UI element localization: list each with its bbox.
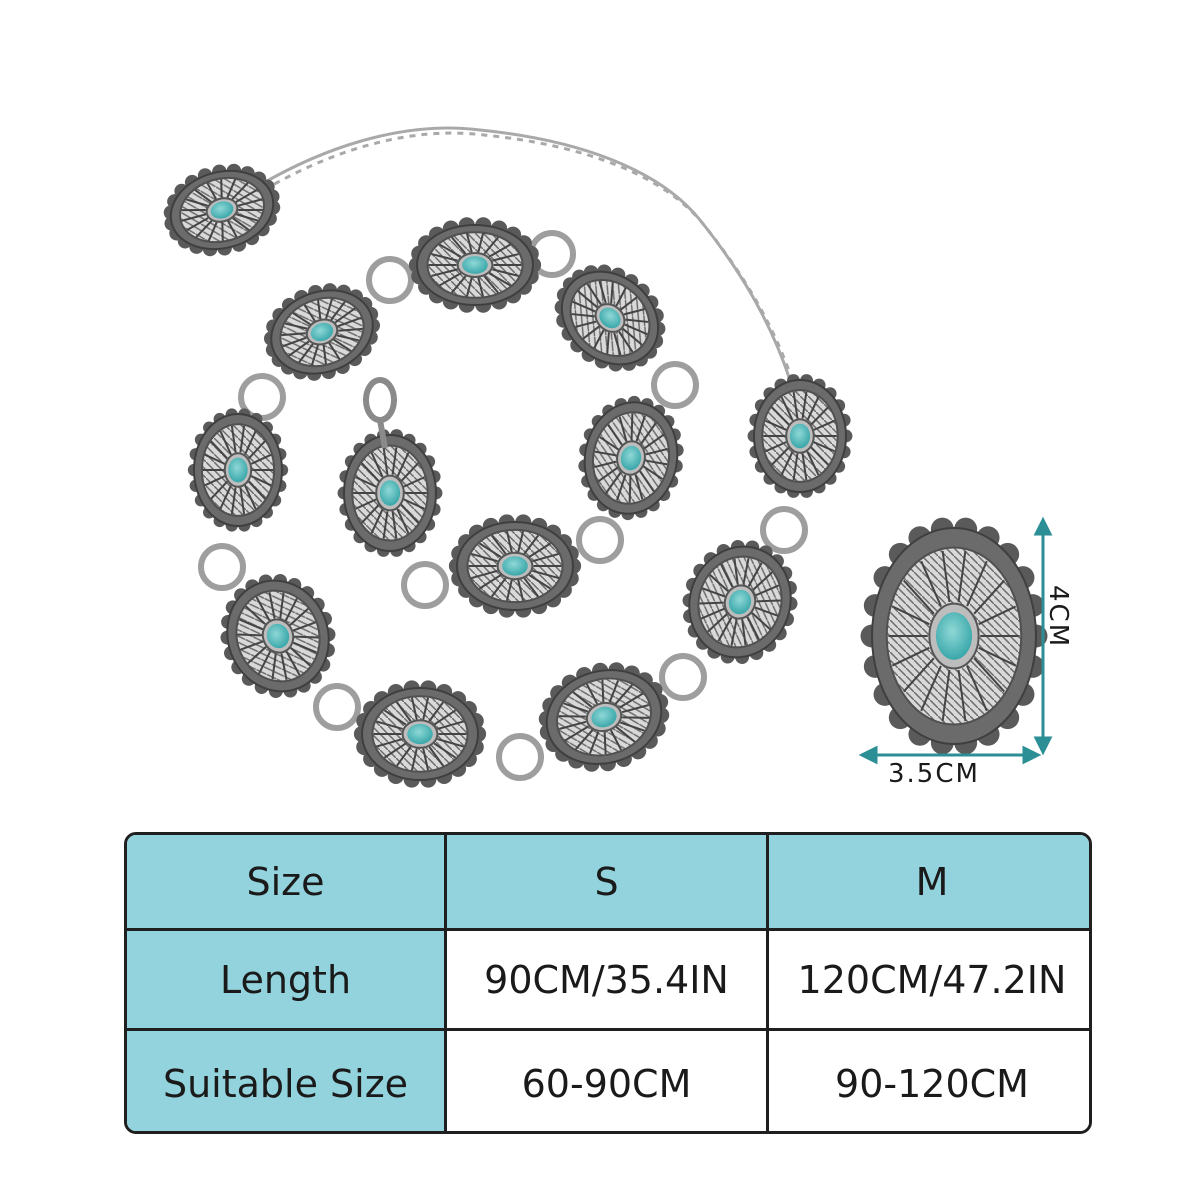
concho-plate bbox=[187, 408, 289, 532]
row-suitable-label: Suitable Size bbox=[127, 1031, 447, 1131]
concho-plate bbox=[408, 217, 542, 313]
width-label: 3.5CM bbox=[888, 759, 980, 789]
chain bbox=[259, 126, 796, 386]
row-suitable-s: 60-90CM bbox=[447, 1031, 769, 1131]
connector-ring bbox=[576, 516, 624, 564]
concho-plate bbox=[538, 662, 670, 772]
dimension-width-line bbox=[858, 745, 1042, 765]
row-length-label: Length bbox=[127, 931, 447, 1031]
header-s: S bbox=[447, 835, 769, 931]
lobster-clasp bbox=[363, 377, 397, 449]
concho-plate bbox=[860, 517, 1048, 755]
concho-plate bbox=[554, 264, 666, 372]
concho-plate bbox=[220, 574, 336, 698]
dimension-height-line bbox=[1033, 516, 1053, 756]
connector-ring bbox=[659, 653, 707, 701]
connector-ring bbox=[313, 683, 361, 731]
row-suitable-m: 90-120CM bbox=[769, 1031, 1089, 1131]
row-length-m: 120CM/47.2IN bbox=[769, 931, 1089, 1031]
connector-ring bbox=[198, 543, 246, 591]
concho-plate bbox=[337, 429, 443, 557]
header-size: Size bbox=[127, 835, 447, 931]
concho-plates bbox=[163, 163, 853, 788]
connector-ring bbox=[366, 256, 414, 304]
concho-plate bbox=[263, 283, 381, 381]
concho-detail bbox=[860, 517, 1048, 755]
concho-plate bbox=[353, 680, 487, 788]
concho-plate bbox=[747, 374, 853, 498]
row-length-s: 90CM/35.4IN bbox=[447, 931, 769, 1031]
concho-plate bbox=[163, 163, 281, 257]
connector-ring bbox=[760, 506, 808, 554]
connector-ring bbox=[651, 361, 699, 409]
connector-ring bbox=[401, 561, 449, 609]
size-table: Size S M Length 90CM/35.4IN 120CM/47.2IN… bbox=[124, 832, 1092, 1134]
concho-plate bbox=[448, 514, 582, 618]
height-label: 4CM bbox=[1043, 585, 1073, 648]
concho-plate bbox=[682, 540, 798, 664]
belt-illustration: 4CM 3.5CM bbox=[163, 126, 1073, 789]
connector-rings bbox=[198, 230, 808, 781]
concho-plate bbox=[578, 395, 684, 521]
connector-ring bbox=[496, 733, 544, 781]
header-m: M bbox=[769, 835, 1089, 931]
